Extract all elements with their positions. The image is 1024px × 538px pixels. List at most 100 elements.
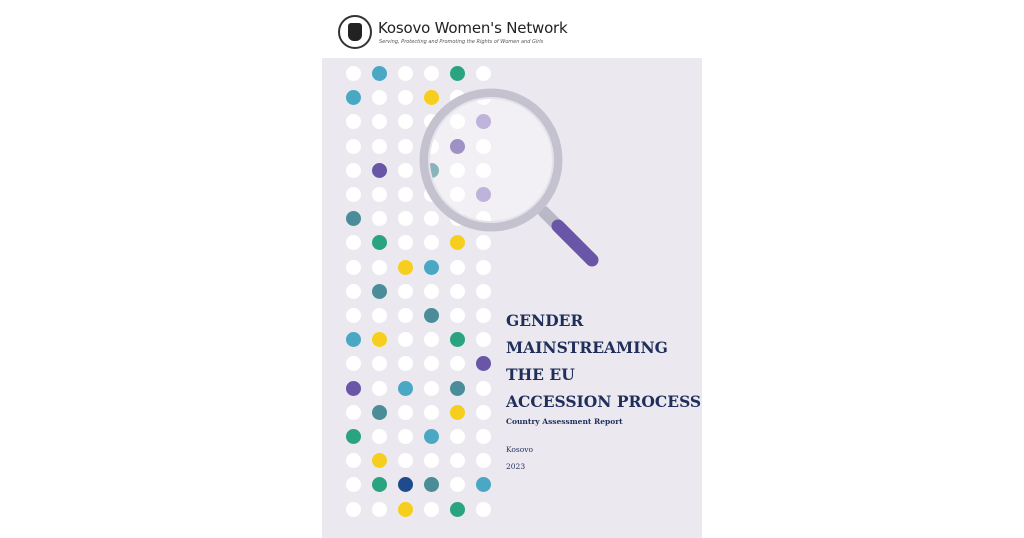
- pattern-dot: [398, 283, 413, 299]
- pattern-dot: [398, 404, 413, 420]
- magnifying-glass-icon: [419, 88, 599, 267]
- pattern-dot: [450, 187, 465, 202]
- pattern-dot: [476, 162, 491, 178]
- pattern-dot: [398, 380, 413, 396]
- pattern-dot: [346, 380, 361, 396]
- pattern-dot: [450, 404, 465, 420]
- pattern-dot: [476, 332, 491, 348]
- pattern-dot: [476, 114, 491, 130]
- pattern-dot: [398, 90, 413, 106]
- pattern-dot: [346, 90, 361, 106]
- pattern-dot: [372, 90, 387, 106]
- pattern-dot: [346, 211, 361, 227]
- pattern-dot: [398, 114, 413, 130]
- pattern-dot: [398, 66, 413, 81]
- pattern-dot: [398, 429, 413, 444]
- pattern-dot: [424, 429, 439, 444]
- pattern-dot: [346, 162, 361, 178]
- pattern-dot: [398, 477, 413, 493]
- pattern-dot: [476, 283, 491, 299]
- pattern-dot: [450, 477, 465, 493]
- kwn-logo-icon: [338, 15, 372, 49]
- pattern-dot: [424, 453, 439, 469]
- pattern-dot: [476, 187, 491, 202]
- title-line: MAINSTREAMING: [506, 338, 668, 357]
- pattern-dot: [372, 380, 387, 396]
- title-line: ACCESSION PROCESS: [506, 392, 702, 411]
- pattern-dot: [398, 235, 413, 251]
- title-line: GENDER: [506, 311, 584, 330]
- pattern-dot: [476, 356, 491, 372]
- pattern-dot: [424, 356, 439, 372]
- pattern-dot: [476, 404, 491, 420]
- pattern-dot: [372, 356, 387, 372]
- pattern-dot: [372, 162, 387, 178]
- pattern-dot: [450, 259, 465, 275]
- report-title: GENDER MAINSTREAMING THE EU ACCESSION PR…: [506, 307, 701, 415]
- pattern-dot: [372, 453, 387, 469]
- pattern-dot: [476, 477, 491, 493]
- report-subtitle: Country Assessment Report: [506, 417, 623, 426]
- pattern-dot: [398, 308, 413, 323]
- pattern-dot: [424, 283, 439, 299]
- pattern-dot: [450, 429, 465, 444]
- pattern-dot: [476, 138, 491, 154]
- pattern-dot: [450, 501, 465, 517]
- pattern-dot: [424, 501, 439, 517]
- pattern-dot: [424, 404, 439, 420]
- pattern-dot: [450, 453, 465, 469]
- pattern-dot: [346, 283, 361, 299]
- pattern-dot: [372, 501, 387, 517]
- pattern-dot: [424, 90, 439, 106]
- pattern-dot: [372, 259, 387, 275]
- pattern-dot: [372, 235, 387, 251]
- pattern-dot: [346, 66, 361, 81]
- pattern-dot: [372, 211, 387, 227]
- pattern-dot: [346, 187, 361, 202]
- pattern-dot: [372, 332, 387, 348]
- pattern-dot: [424, 211, 439, 227]
- report-cover: Kosovo Women's Network Serving, Protecti…: [322, 0, 702, 538]
- pattern-dot: [476, 259, 491, 275]
- pattern-dot: [476, 308, 491, 323]
- org-tagline: Serving, Protecting and Promoting the Ri…: [379, 39, 544, 45]
- pattern-dot: [372, 283, 387, 299]
- pattern-dot: [398, 501, 413, 517]
- pattern-dot: [398, 356, 413, 372]
- pattern-dot: [346, 429, 361, 444]
- pattern-dot: [372, 308, 387, 323]
- pattern-dot: [424, 380, 439, 396]
- pattern-dot: [450, 283, 465, 299]
- pattern-dot: [398, 259, 413, 275]
- pattern-dot: [346, 477, 361, 493]
- pattern-dot: [424, 308, 439, 323]
- pattern-dot: [450, 356, 465, 372]
- pattern-dot: [346, 356, 361, 372]
- pattern-dot: [372, 477, 387, 493]
- pattern-dot: [476, 501, 491, 517]
- pattern-dot: [398, 453, 413, 469]
- pattern-dot: [424, 66, 439, 81]
- pattern-dot: [398, 187, 413, 202]
- pattern-dot: [346, 453, 361, 469]
- pattern-dot: [424, 259, 439, 275]
- pattern-dot: [398, 162, 413, 178]
- pattern-dot: [346, 114, 361, 130]
- pattern-dot: [372, 187, 387, 202]
- pattern-dot: [346, 404, 361, 420]
- pattern-dot: [372, 429, 387, 444]
- pattern-dot: [476, 453, 491, 469]
- pattern-dot: [450, 114, 465, 130]
- pattern-dot: [450, 162, 465, 178]
- pattern-dot: [450, 138, 465, 154]
- pattern-dot: [424, 235, 439, 251]
- pattern-dot: [450, 308, 465, 323]
- pattern-dot: [450, 235, 465, 251]
- pattern-dot: [346, 138, 361, 154]
- pattern-dot: [450, 380, 465, 396]
- pattern-dot: [424, 477, 439, 493]
- title-line: THE EU: [506, 365, 575, 384]
- pattern-dot: [372, 114, 387, 130]
- pattern-dot: [372, 404, 387, 420]
- pattern-dot: [476, 235, 491, 251]
